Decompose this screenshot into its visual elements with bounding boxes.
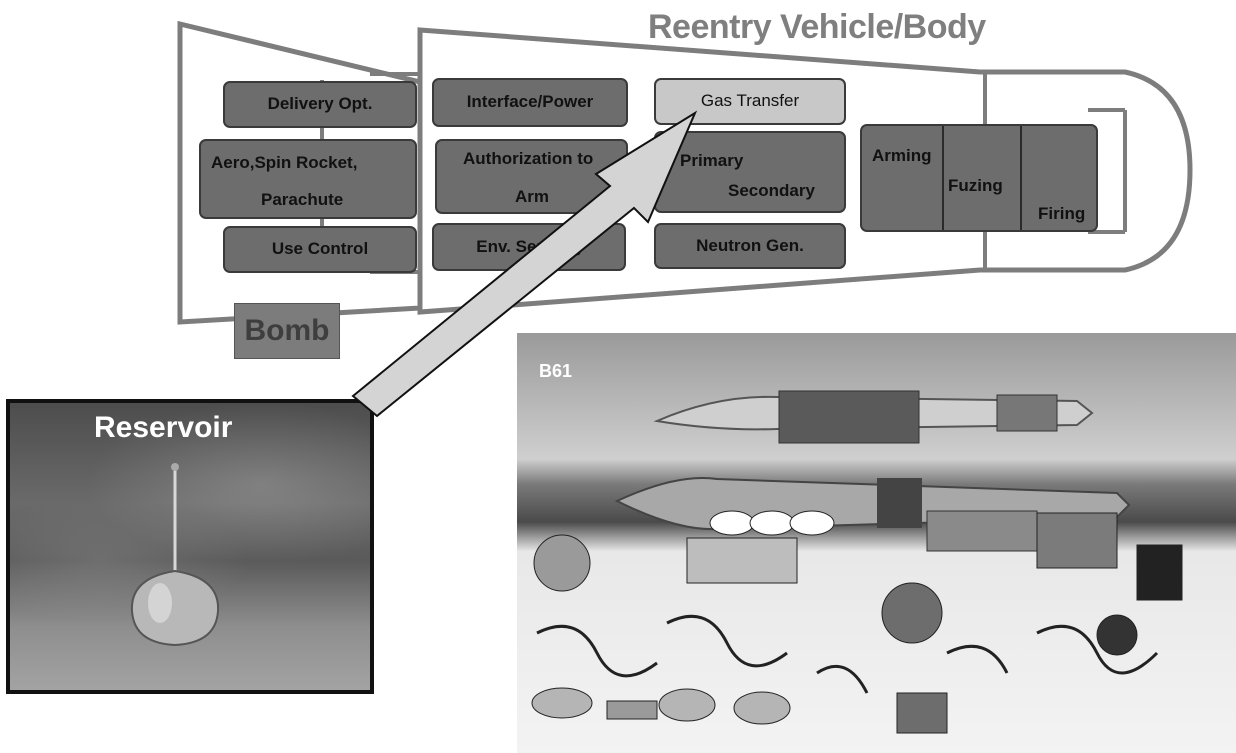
reservoir-tip: [171, 463, 179, 471]
authorization-label-line1: Authorization to: [463, 149, 594, 168]
primary-label: Primary: [680, 151, 744, 170]
upper-bomb-illustration: [653, 390, 1094, 444]
bomb-label-box: Bomb: [234, 303, 340, 359]
interface-power-label: Interface/Power: [466, 92, 594, 112]
b61-label: B61: [539, 361, 573, 381]
use-control-label: Use Control: [271, 239, 369, 259]
parachute-label: Parachute: [261, 190, 344, 209]
neutron-gen-label: Neutron Gen.: [696, 235, 804, 255]
reservoir-photo-art: [130, 463, 220, 647]
authorization-box: Authorization to Arm: [435, 139, 628, 214]
authorization-label-line2: Arm: [515, 187, 550, 206]
reservoir-photo: Reservoir: [6, 399, 374, 694]
reservoir-sphere: [130, 569, 220, 647]
aero-spin-label: Aero,Spin Rocket,: [211, 153, 358, 172]
primary-secondary-box: Primary Secondary: [654, 131, 846, 213]
components-illustration: [531, 510, 1183, 734]
fuzing-firing-divider: [1020, 126, 1022, 230]
use-control-box: Use Control: [223, 226, 417, 273]
aero-spin-rocket-box: Aero,Spin Rocket, Parachute: [199, 139, 417, 219]
arming-label: Arming: [872, 146, 932, 165]
env-sensing-box: Env. Sensing: [432, 223, 626, 271]
diagram-title: Reentry Vehicle/Body: [648, 8, 986, 46]
firing-label: Firing: [1038, 204, 1086, 223]
secondary-label: Secondary: [728, 181, 815, 200]
gas-transfer-box: Gas Transfer: [654, 78, 846, 125]
b61-photo-art: [531, 390, 1183, 734]
arming-fuzing-firing-box: Arming Fuzing Firing: [860, 124, 1098, 232]
delivery-opt-box: Delivery Opt.: [223, 81, 417, 128]
b61-photo: B61: [517, 333, 1236, 753]
delivery-opt-label: Delivery Opt.: [267, 94, 373, 114]
fuzing-label: Fuzing: [948, 176, 1003, 195]
neutron-gen-box: Neutron Gen.: [654, 223, 846, 269]
env-sensing-label: Env. Sensing: [476, 236, 582, 256]
arming-fuzing-divider: [942, 126, 944, 230]
interface-power-box: Interface/Power: [432, 78, 628, 127]
reservoir-label: Reservoir: [94, 411, 233, 444]
gas-transfer-label: Gas Transfer: [700, 91, 800, 111]
